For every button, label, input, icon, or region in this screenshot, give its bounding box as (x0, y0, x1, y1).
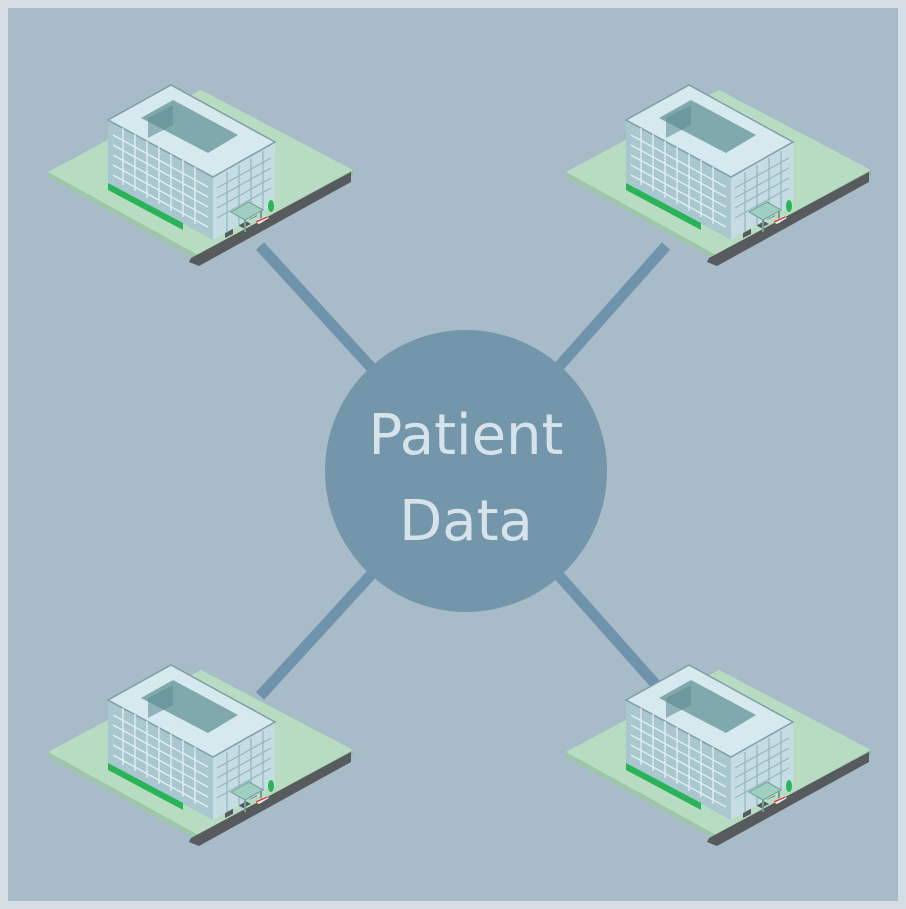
hospital-building-icon (565, 84, 872, 267)
hospital-building-icon (47, 664, 354, 847)
hospital-building-icon (47, 84, 354, 267)
diagram-canvas: Patient Data (8, 8, 898, 901)
patient-data-hub (325, 330, 607, 612)
hub-label-line1: Patient (369, 403, 564, 468)
hub-label-line2: Data (399, 489, 533, 554)
hub-spoke-diagram: Patient Data (47, 84, 872, 847)
hospital-building-icon (565, 664, 872, 847)
